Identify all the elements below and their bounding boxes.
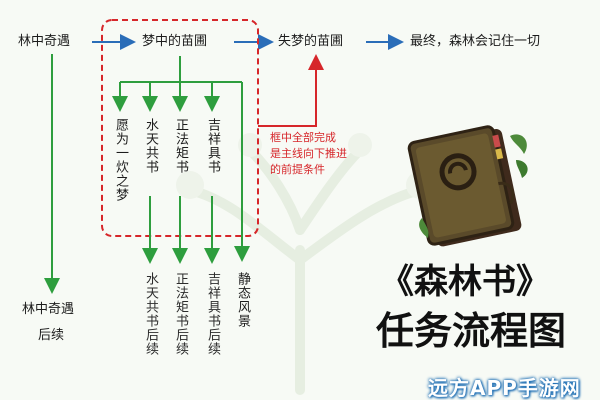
- diagram-title-line1: 《森林书》: [380, 262, 550, 302]
- start-followup-line1: 林中奇遇: [22, 302, 75, 317]
- start-followup-line2: 后续: [38, 328, 65, 343]
- forest-book-icon: [407, 125, 528, 247]
- branch-auspicious-book: 吉祥具书: [205, 118, 220, 174]
- site-watermark: 远方APP手游网: [428, 376, 581, 400]
- node-lost-garden: 失梦的苗圃: [278, 34, 344, 49]
- followup-water-sky-book: 水天共书后续: [143, 272, 158, 356]
- followup-static-scenery: 静态风景: [235, 272, 250, 328]
- node-start: 林中奇遇: [18, 34, 71, 49]
- branch-water-sky-book: 水天共书: [143, 118, 158, 174]
- node-dream-garden: 梦中的苗圃: [142, 34, 208, 49]
- node-final: 最终，森林会记住一切: [410, 34, 541, 49]
- followup-law-book: 正法矩书后续: [173, 272, 188, 356]
- prerequisite-note-line1: 框中全部完成: [270, 131, 336, 144]
- prerequisite-note-line3: 的前提条件: [270, 163, 325, 176]
- prerequisite-note-line2: 是主线向下推进: [270, 147, 347, 160]
- branch-law-book: 正法矩书: [173, 118, 188, 174]
- branch-dream-of-a-meal: 愿为一炊之梦: [113, 118, 128, 202]
- arrow-box-to-lost: [258, 54, 324, 127]
- diagram-title-line2: 任务流程图: [376, 308, 567, 353]
- followup-auspicious-book: 吉祥具书后续: [205, 272, 220, 356]
